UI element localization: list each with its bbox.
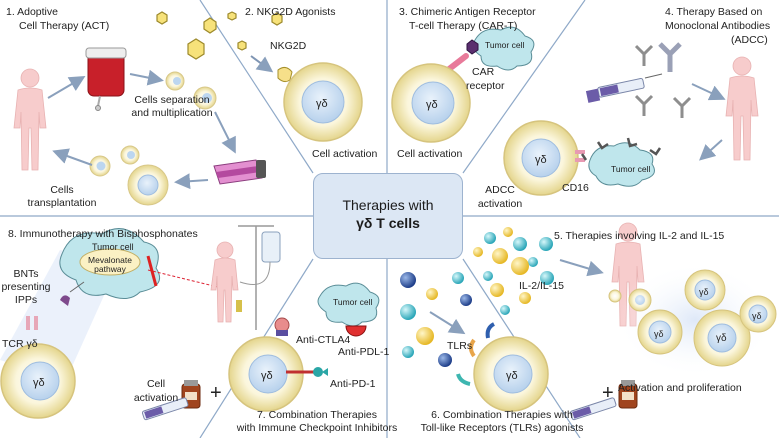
s6-cell-label: γδ (506, 370, 518, 382)
s7-pdl1-label: Anti-PDL-1 (338, 346, 390, 358)
s8-bnt-label-2: presenting (1, 281, 51, 293)
s8-mevalonate-label-1: Mevalonate (88, 255, 132, 265)
s7-pd1-label: Anti-PD-1 (330, 378, 376, 390)
central-title-line2: γδ T cells (356, 215, 420, 231)
section-7-graphics (141, 282, 380, 421)
central-title-line1: Therapies with (342, 197, 434, 213)
culture-flask-icon (213, 159, 266, 185)
s3-title-line1: 3. Chimeric Antigen Receptor (399, 6, 536, 18)
central-node (313, 173, 463, 259)
proliferating-cells (608, 269, 777, 367)
s4-title-line2: Monoclonal Antibodies (665, 20, 771, 32)
human-body-icon-2 (725, 56, 759, 161)
s4-cell-label: γδ (535, 154, 547, 166)
tlr-agonist-spheres (400, 272, 472, 367)
s5-cell-label-2: γδ (716, 333, 727, 344)
s5-title: 5. Therapies involving IL-2 and IL-15 (554, 230, 725, 242)
s4-title-line3: (ADCC) (731, 34, 768, 46)
s7-plus-sign: + (210, 382, 222, 404)
s4-adcc-label-1: ADCC (485, 184, 515, 196)
s8-title: 8. Immunotherapy with Bisphosphonates (8, 228, 198, 240)
s2-title: 2. NKG2D Agonists (245, 6, 336, 18)
s1-title-line1: 1. Adoptive (6, 6, 58, 18)
s1-separation-label-1: Cells separation (134, 94, 210, 106)
blood-bag-icon (85, 47, 127, 111)
tumor-cell-icon-3 (317, 282, 380, 327)
s8-mevalonate-label-2: pathway (94, 264, 126, 274)
s4-adcc-label-2: activation (477, 198, 523, 210)
s8-bnt-label-1: BNTs (13, 268, 39, 280)
s2-cell-label: γδ (316, 98, 328, 110)
human-body-icon-4 (210, 241, 239, 323)
s7-ctla4-label: Anti-CTLA4 (296, 334, 351, 346)
agonist-molecules (156, 11, 283, 60)
s3-activation-label: Cell activation (397, 148, 463, 160)
s3-tumor-label: Tumor cell (485, 40, 525, 50)
syringe-icon-2 (569, 397, 617, 421)
antibody-icons (634, 42, 692, 118)
tumor-cell-icon-2 (588, 142, 655, 187)
section-3-graphics (391, 26, 535, 143)
s3-car-label-2: receptor (466, 80, 505, 92)
section-8-graphics (0, 225, 281, 419)
s1-title-line2: Cell Therapy (ACT) (19, 20, 110, 32)
nkg2d-receptor-icon (277, 66, 293, 83)
s8-activation-label-2: activation (133, 392, 179, 404)
section-2-graphics (156, 11, 363, 142)
s8-tumor-label: Tumor cell (92, 242, 134, 252)
s3-cell-label: γδ (426, 99, 438, 111)
s5-cell-label-3: γδ (654, 329, 664, 339)
s8-bnt-label-3: IPPs (14, 294, 38, 306)
s4-title-line1: 4. Therapy Based on (665, 6, 763, 18)
section-1-graphics (13, 47, 266, 206)
s3-title-line2: T-cell Therapy (CAR-T) (409, 20, 518, 32)
s4-cd16-label: CD16 (562, 182, 589, 194)
s5-cell-label-4: γδ (752, 311, 762, 321)
s7-title-line1: 7. Combination Therapies (256, 409, 378, 421)
antigen-icon (466, 39, 479, 55)
s1-transplant-label-1: Cells (50, 184, 74, 196)
s6-tlrs-label: TLRs (447, 340, 473, 352)
central-title: Therapies with γδ T cells (313, 196, 463, 232)
s8-cell-label: γδ (33, 377, 45, 389)
anti-pdl1-icon (345, 325, 367, 337)
s8-tcr-label: TCR γδ (2, 338, 38, 350)
syringe-icon (585, 73, 663, 103)
tumor-cell-icon (472, 26, 535, 71)
section-6-graphics (400, 272, 638, 421)
cytokine-spheres (473, 227, 554, 315)
s6-plus-sign: + (602, 382, 614, 404)
s7-cell-label: γδ (261, 370, 273, 382)
human-body-icon (13, 68, 47, 171)
small-cells (89, 71, 217, 206)
s6-title-line2: Toll-like Receptors (TLRs) agonists (420, 422, 584, 434)
s6-title-line1: 6. Combination Therapies with (431, 409, 573, 421)
s5-cell-label-1: γδ (699, 287, 709, 297)
s2-activation-label: Cell activation (312, 148, 378, 160)
s7-tumor-label: Tumor cell (333, 297, 373, 307)
iv-drip-icon (236, 225, 281, 330)
s1-separation-label-2: and multiplication (131, 107, 213, 119)
s5-il-label: IL-2/IL-15 (519, 280, 564, 292)
s8-activation-label-1: Cell (146, 378, 166, 390)
vial-icon (618, 380, 638, 409)
s7-title-line2: with Immune Checkpoint Inhibitors (236, 422, 398, 434)
s1-transplant-label-2: transplantation (27, 197, 97, 209)
section-4-graphics (503, 42, 759, 196)
s3-car-label-1: CAR (472, 66, 495, 78)
section-5-graphics (473, 222, 777, 378)
s4-tumor-label: Tumor cell (611, 164, 651, 174)
s2-receptor-label: NKG2D (270, 40, 307, 52)
s5-result-label: Activation and proliferation (618, 382, 742, 394)
syringe-icon-3 (141, 397, 189, 421)
